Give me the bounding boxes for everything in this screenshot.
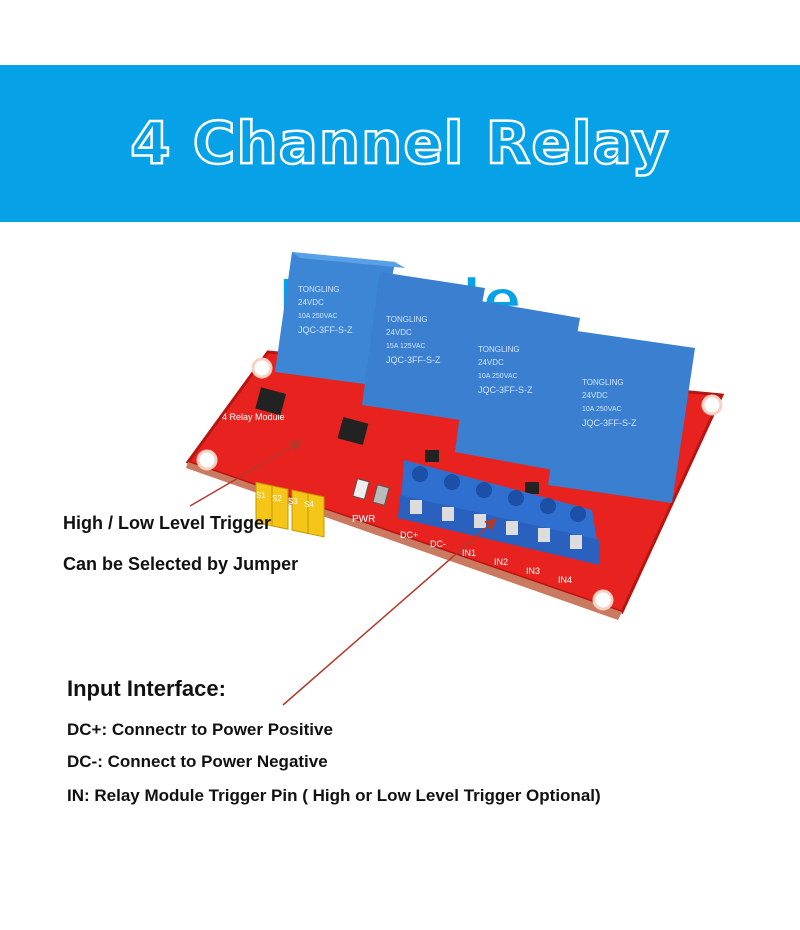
- title-banner: 4 Channel Relay Module: [0, 65, 800, 335]
- svg-text:TONGLING: TONGLING: [478, 345, 520, 354]
- jumper-label: S4: [304, 500, 314, 509]
- interface-line-in: IN: Relay Module Trigger Pin ( High or L…: [67, 786, 601, 805]
- terminal-block: [398, 460, 600, 565]
- svg-text:JQC-3FF-S-Z: JQC-3FF-S-Z: [386, 355, 441, 365]
- interface-line-dc-minus: DC-: Connect to Power Negative: [67, 752, 328, 771]
- terminal-label: DC+: [400, 530, 418, 540]
- jumper-label: S2: [272, 494, 282, 503]
- svg-text:24VDC: 24VDC: [386, 328, 412, 337]
- terminal-label: DC-: [430, 539, 446, 549]
- jumper-label: S1: [256, 491, 266, 500]
- relay-4: TONGLING 24VDC 10A 250VAC JQC-3FF-S-Z: [548, 330, 695, 503]
- jumper-block: [255, 481, 325, 538]
- transistor: [425, 450, 439, 462]
- board-label: 4 Relay Module: [222, 412, 285, 422]
- optocoupler: [255, 387, 287, 416]
- svg-text:10A 250VAC: 10A 250VAC: [582, 406, 622, 413]
- interface-heading: Input Interface:: [67, 676, 226, 701]
- led: [352, 478, 370, 500]
- svg-text:24VDC: 24VDC: [582, 391, 608, 400]
- terminal-label: IN4: [558, 575, 572, 585]
- mount-hole: [251, 357, 273, 379]
- optocoupler: [337, 417, 369, 445]
- pwr-label: PWR: [352, 514, 375, 525]
- svg-text:JQC-3FF-S-Z: JQC-3FF-S-Z: [298, 325, 353, 335]
- relay-3: TONGLING 24VDC 10A 250VAC JQC-3FF-S-Z: [455, 300, 580, 470]
- resistor: [372, 484, 390, 506]
- interface-arrow: [282, 518, 498, 706]
- svg-text:TONGLING: TONGLING: [386, 315, 428, 324]
- svg-text:24VDC: 24VDC: [478, 358, 504, 367]
- jumper-label: S3: [288, 497, 298, 506]
- mount-hole: [592, 589, 614, 611]
- terminal-label: IN3: [526, 566, 540, 576]
- svg-text:JQC-3FF-S-Z: JQC-3FF-S-Z: [582, 418, 637, 428]
- jumper-caption-line2: Can be Selected by Jumper: [63, 554, 299, 574]
- svg-text:24VDC: 24VDC: [298, 298, 324, 307]
- svg-text:10A 250VAC: 10A 250VAC: [298, 313, 338, 320]
- jumper-arrow: [189, 440, 303, 507]
- svg-text:JQC-3FF-S-Z: JQC-3FF-S-Z: [478, 385, 533, 395]
- transistor: [525, 482, 539, 494]
- mount-hole: [701, 394, 723, 416]
- jumper-caption-line1: High / Low Level Trigger: [63, 513, 272, 533]
- interface-line-dc-plus: DC+: Connectr to Power Positive: [67, 720, 333, 739]
- svg-text:TONGLING: TONGLING: [582, 378, 624, 387]
- relay-module-photo: 4 Relay Module PWR S1 S2 S3 S4 TONGLING …: [185, 252, 725, 620]
- mount-hole: [196, 449, 218, 471]
- svg-text:10A 250VAC: 10A 250VAC: [478, 373, 518, 380]
- terminal-label: IN2: [494, 557, 508, 567]
- relay-2: TONGLING 24VDC 15A 125VAC JQC-3FF-S-Z: [362, 272, 485, 420]
- relay-1: TONGLING 24VDC 10A 250VAC JQC-3FF-S-Z: [275, 252, 405, 385]
- terminal-label: IN1: [462, 548, 476, 558]
- svg-text:15A 125VAC: 15A 125VAC: [386, 343, 426, 350]
- svg-text:TONGLING: TONGLING: [298, 285, 340, 294]
